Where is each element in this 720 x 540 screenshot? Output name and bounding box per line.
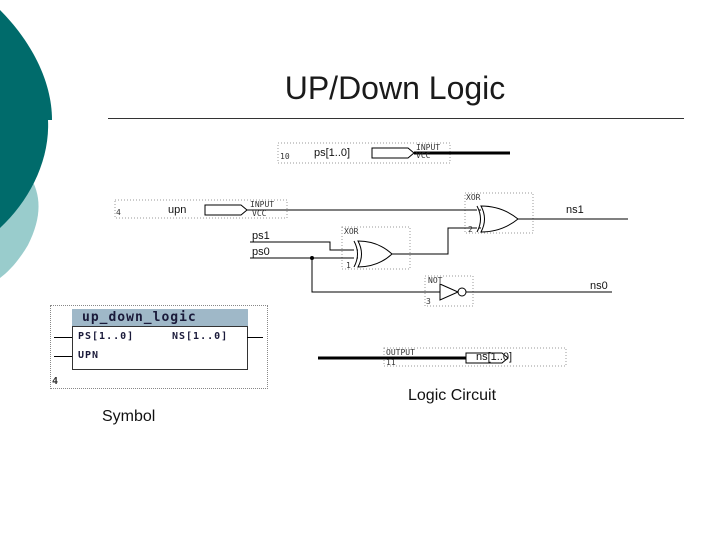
symbol-header — [72, 309, 248, 326]
input-ps-value: VCC — [416, 151, 431, 160]
symbol-ps-stub — [54, 337, 72, 338]
not-gate-kind: NOT — [428, 276, 443, 285]
input-ps-kind: INPUT — [416, 143, 441, 152]
slide-title: UP/Down Logic — [284, 70, 506, 106]
teal-dark-shape-top — [0, 10, 52, 120]
output-ns-kind: OUTPUT — [386, 348, 415, 357]
ps1-label: ps1 — [252, 230, 270, 242]
input-upn-box — [114, 199, 288, 219]
symbol-port-ns: NS[1..0] — [172, 331, 229, 342]
xor-mid-box — [341, 226, 411, 270]
not-gate — [439, 283, 467, 301]
symbol-body — [72, 326, 248, 370]
symbol-instance-number: 4 — [52, 376, 59, 387]
xor-mid-kind: XOR — [344, 227, 359, 236]
symbol-port-upn: UPN — [78, 350, 100, 361]
xor-mid-number: 1 — [346, 261, 351, 270]
input-ps-bus-label: ps[1..0] — [314, 147, 351, 159]
wire-ps0-to-not — [311, 258, 440, 293]
logic-circuit-caption: Logic Circuit — [408, 387, 497, 404]
symbol-caption: Symbol — [102, 408, 156, 425]
symbol-upn-stub — [54, 356, 72, 357]
output-ns-pin-number: 11 — [386, 358, 396, 367]
input-upn-pin-number: 4 — [116, 208, 121, 217]
input-upn-value: VCC — [252, 209, 267, 218]
ns1-label: ns1 — [566, 204, 584, 216]
input-ps-pin-number: 10 — [280, 152, 290, 161]
xor-top-gate — [476, 205, 519, 233]
output-ns-pin — [465, 352, 509, 364]
input-upn-kind: INPUT — [250, 200, 275, 209]
input-upn-label: upn — [168, 204, 187, 216]
symbol-name: up_down_logic — [82, 310, 197, 325]
not-gate-box — [424, 275, 474, 307]
wire-xor-mid-out — [392, 227, 481, 255]
symbol-port-ps: PS[1..0] — [78, 331, 135, 342]
ns0-label: ns0 — [590, 280, 608, 292]
xor-top-kind: XOR — [466, 193, 481, 202]
input-ps-pin — [371, 147, 415, 159]
wire-ps1 — [250, 241, 358, 251]
title-underline — [108, 118, 684, 119]
junction-dot — [310, 256, 314, 260]
xor-top-box — [464, 192, 534, 234]
input-upn-pin — [204, 204, 248, 216]
output-ns-bus-label: ns[1..0] — [476, 351, 513, 363]
not-gate-number: 3 — [426, 297, 431, 306]
xor-mid-gate — [353, 240, 393, 268]
teal-dark-shape-bottom — [0, 120, 49, 228]
xor-top-number: 2 — [468, 225, 473, 234]
symbol-outline — [50, 305, 268, 389]
ps0-label: ps0 — [252, 246, 270, 258]
symbol-ns-stub — [247, 337, 263, 338]
